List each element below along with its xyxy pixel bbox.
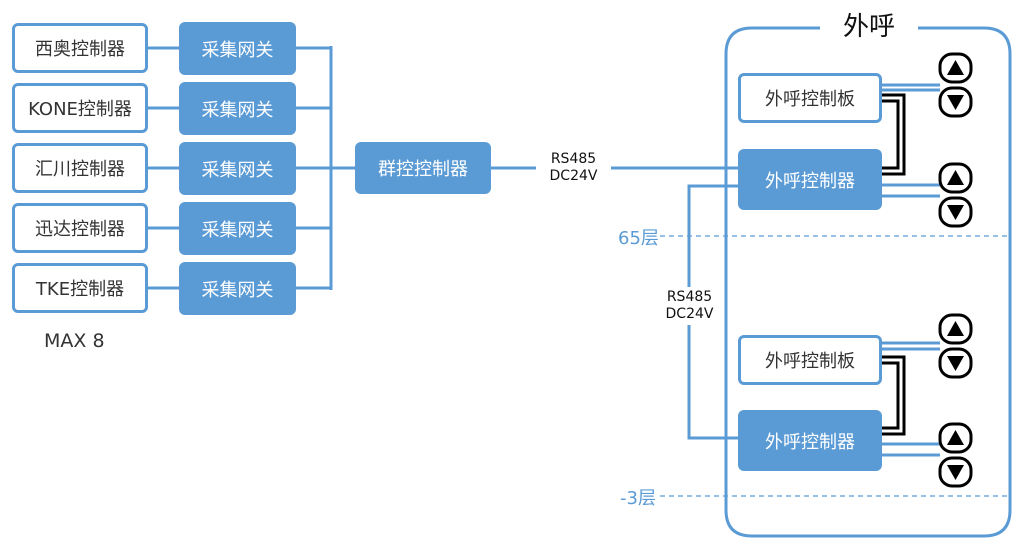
controller-xiao: 西奥控制器 <box>12 23 148 73</box>
gateway-4: 采集网关 <box>179 202 296 255</box>
max-note: MAX 8 <box>44 330 105 352</box>
controller-schindler: 迅达控制器 <box>12 203 148 253</box>
group-controller: 群控控制器 <box>355 142 491 194</box>
link-label-1: RS485 DC24V <box>536 151 611 185</box>
controller-tke: TKE控制器 <box>12 263 148 313</box>
floor-label-top: 65层 <box>618 228 659 249</box>
triangle-down-icon <box>938 456 973 488</box>
triangle-up-icon <box>938 52 973 84</box>
triangle-down-icon <box>938 196 973 228</box>
controller-kone: KONE控制器 <box>12 83 148 133</box>
floor-label-bottom: -3层 <box>620 488 656 509</box>
hall-call-panel-bottom: 外呼控制板 <box>738 335 882 385</box>
hall-call-title: 外呼 <box>820 6 918 43</box>
link-label-2-line2: DC24V <box>665 306 714 322</box>
link-label-1-line2: DC24V <box>549 168 598 184</box>
hall-call-controller-bottom: 外呼控制器 <box>738 410 882 471</box>
hall-call-panel-top: 外呼控制板 <box>738 73 882 123</box>
link-label-2-line1: RS485 <box>666 289 713 305</box>
controller-inovance: 汇川控制器 <box>12 143 148 193</box>
hall-call-controller-top: 外呼控制器 <box>738 149 882 210</box>
triangle-down-icon <box>938 347 973 379</box>
triangle-down-icon <box>938 86 973 118</box>
triangle-up-icon <box>938 313 973 345</box>
gateway-1: 采集网关 <box>179 22 296 75</box>
gateway-2: 采集网关 <box>179 82 296 135</box>
gateway-5: 采集网关 <box>179 262 296 315</box>
link-label-1-line1: RS485 <box>550 151 597 167</box>
call-buttons-group <box>938 52 973 488</box>
link-label-2: RS485 DC24V <box>652 289 727 323</box>
gateway-3: 采集网关 <box>179 142 296 195</box>
triangle-up-icon <box>938 422 973 454</box>
triangle-up-icon <box>938 162 973 194</box>
